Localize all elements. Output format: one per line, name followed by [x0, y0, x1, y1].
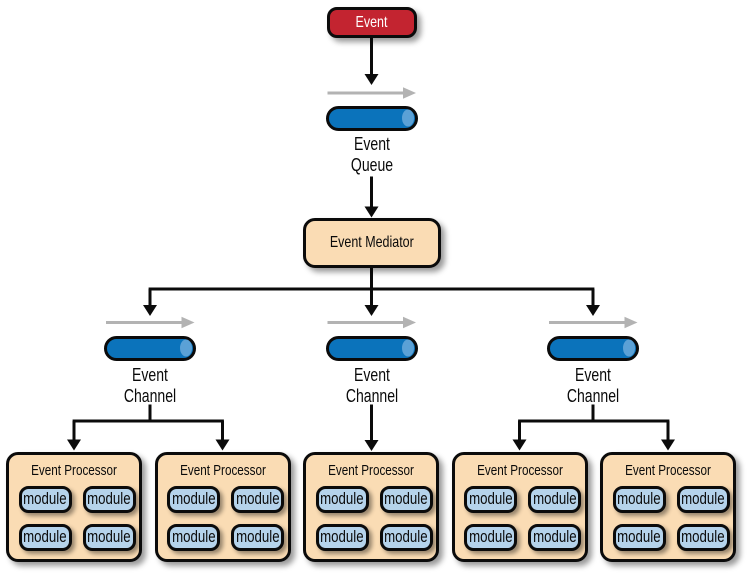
- processor-1-module-4-label: module: [87, 527, 131, 546]
- processor-2-module-4: module: [231, 523, 284, 551]
- arrowhead-fanout-middle: [364, 305, 379, 316]
- processor-3-module-3-label: module: [320, 527, 364, 546]
- event-channel-pill-2: [325, 335, 418, 361]
- processor-5-module-2: module: [676, 485, 730, 513]
- processor-5-module-2-label: module: [681, 489, 725, 508]
- flow-arrowhead-channel3: [624, 316, 638, 329]
- event-channel-label-3-line2: Channel: [566, 385, 620, 406]
- event-channel-label-1: Event Channel: [95, 365, 204, 407]
- processor-3-module-4-label: module: [384, 527, 428, 546]
- event-processor-3: Event Processor module module module mod…: [303, 452, 439, 562]
- event-box: Event: [326, 7, 417, 38]
- flow-arrows: [106, 87, 638, 329]
- event-channel-pill-1: [104, 335, 196, 361]
- event-queue-label-line1: Event: [353, 134, 390, 154]
- processor-5-module-3: module: [612, 523, 666, 551]
- flow-arrow-stems: [106, 91, 626, 324]
- black-arrowheads: [67, 74, 675, 451]
- processor-2-module-3-label: module: [171, 527, 216, 546]
- arrowhead-event-to-queue: [364, 74, 379, 85]
- processor-4-module-1: module: [464, 485, 517, 513]
- processor-4-module-4-label: module: [532, 527, 577, 546]
- event-processor-4: Event Processor module module module mod…: [451, 452, 588, 562]
- processor-3-module-3: module: [315, 523, 369, 551]
- arrowhead-queue-to-mediator: [364, 206, 379, 218]
- processor-4-module-4: module: [528, 523, 581, 551]
- event-processor-2: Event Processor module module module mod…: [154, 452, 291, 562]
- flow-arrowheads: [181, 87, 638, 329]
- event-mediator-label: Event Mediator: [329, 234, 414, 251]
- event-processor-5-title: Event Processor: [625, 461, 711, 479]
- processor-4-module-2: module: [528, 485, 581, 513]
- event-queue-pill-cap: [401, 109, 414, 127]
- event-queue-pill: [325, 105, 418, 131]
- black-connectors: [72, 36, 670, 441]
- arrowhead-fanout-left: [143, 305, 157, 316]
- arrowhead-right-proc-1: [512, 439, 527, 451]
- processor-1-module-2-label: module: [87, 489, 131, 508]
- processor-5-module-3-label: module: [617, 527, 661, 546]
- event-channel-label-1-line2: Channel: [123, 385, 177, 406]
- event-channel-pill-3: [547, 335, 639, 361]
- processor-1-module-2: module: [82, 485, 136, 513]
- event-channel-label-1-line1: Event: [132, 365, 168, 385]
- processor-5-module-1-label: module: [617, 489, 661, 508]
- processor-1-module-3-label: module: [23, 527, 67, 546]
- processor-1-module-1-label: module: [23, 489, 67, 508]
- processor-2-module-4-label: module: [235, 527, 280, 546]
- event-channel-pill-2-cap: [401, 339, 414, 357]
- processor-4-module-3: module: [464, 523, 517, 551]
- arrowhead-right-proc-2: [661, 439, 675, 451]
- processor-3-module-2-label: module: [384, 489, 428, 508]
- processor-2-module-3: module: [167, 523, 220, 551]
- processor-3-module-4: module: [379, 523, 433, 551]
- event-queue-label: Event Queue: [317, 134, 426, 176]
- arrowhead-fanout-right: [586, 305, 600, 316]
- event-channel-label-3-line1: Event: [575, 365, 611, 385]
- event-mediator-box: Event Mediator: [302, 218, 441, 268]
- processor-4-module-3-label: module: [468, 527, 513, 546]
- processor-1-module-4: module: [82, 523, 136, 551]
- arrowhead-middle-proc: [364, 440, 379, 451]
- processor-4-module-1-label: module: [468, 489, 513, 508]
- processor-2-module-2: module: [231, 485, 284, 513]
- event-channel-label-2: Event Channel: [317, 365, 426, 407]
- flow-arrowhead-channel1: [181, 316, 195, 329]
- processor-4-module-2-label: module: [532, 489, 577, 508]
- arrowhead-left-proc-1: [67, 439, 81, 451]
- event-processor-2-title: Event Processor: [179, 461, 266, 479]
- processor-1-module-1: module: [18, 485, 72, 513]
- processor-2-module-1: module: [167, 485, 220, 513]
- processor-2-module-2-label: module: [235, 489, 280, 508]
- event-channel-label-2-line1: Event: [353, 365, 390, 385]
- processor-3-module-1-label: module: [320, 489, 364, 508]
- event-processor-1: Event Processor module module module mod…: [6, 452, 142, 562]
- flow-arrowhead-channel2: [403, 316, 416, 329]
- processor-2-module-1-label: module: [171, 489, 216, 508]
- processor-5-module-4-label: module: [681, 527, 725, 546]
- flow-arrowhead-queue: [403, 87, 416, 99]
- event-channel-pill-3-cap: [623, 339, 635, 357]
- processor-5-module-1: module: [612, 485, 666, 513]
- processor-1-module-3: module: [18, 523, 72, 551]
- event-channel-label-3: Event Channel: [538, 365, 647, 407]
- event-processor-5: Event Processor module module module mod…: [600, 452, 736, 562]
- event-queue-label-line2: Queue: [350, 154, 393, 175]
- processor-3-module-2: module: [379, 485, 433, 513]
- event-processor-4-title: Event Processor: [476, 461, 563, 479]
- arrowhead-left-proc-2: [215, 439, 230, 451]
- event-processor-1-title: Event Processor: [31, 461, 117, 479]
- processor-5-module-4: module: [676, 523, 730, 551]
- event-channel-pill-1-cap: [180, 339, 192, 357]
- event-channel-label-2-line2: Channel: [345, 385, 398, 406]
- event-processor-3-title: Event Processor: [328, 461, 414, 479]
- processor-3-module-1: module: [315, 485, 369, 513]
- event-box-label: Event: [355, 13, 388, 31]
